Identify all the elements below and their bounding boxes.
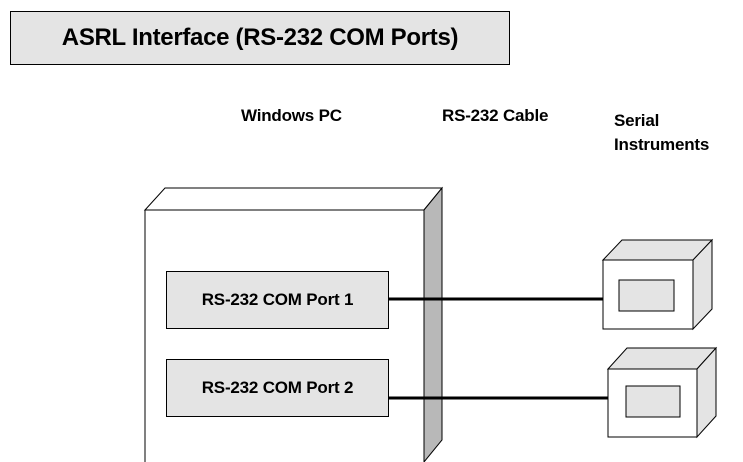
- com-port-2-label: RS-232 COM Port 2: [201, 378, 354, 397]
- diagram-title: ASRL Interface (RS-232 COM Ports): [61, 24, 459, 51]
- serial-instruments-label-line2: Instruments: [614, 135, 710, 154]
- pc-top-face: [143, 187, 444, 211]
- title-box: ASRL Interface (RS-232 COM Ports): [10, 11, 510, 65]
- pc-side-face: [423, 186, 443, 462]
- com-port-1-label: RS-232 COM Port 1: [201, 290, 354, 309]
- serial-instruments-label-line1: Serial: [614, 111, 660, 130]
- com-port-2-box: RS-232 COM Port 2: [166, 359, 389, 417]
- com-port-1-box: RS-232 COM Port 1: [166, 271, 389, 329]
- instrument-2-display-panel: [625, 385, 681, 418]
- serial-instrument-1: [601, 238, 714, 331]
- instrument-1-display-panel: [618, 279, 675, 312]
- serial-instrument-2: [606, 346, 718, 439]
- pc-front-face: [144, 209, 425, 462]
- rs232-cable-label: RS-232 Cable: [442, 106, 549, 125]
- windows-pc-label: Windows PC: [241, 106, 342, 125]
